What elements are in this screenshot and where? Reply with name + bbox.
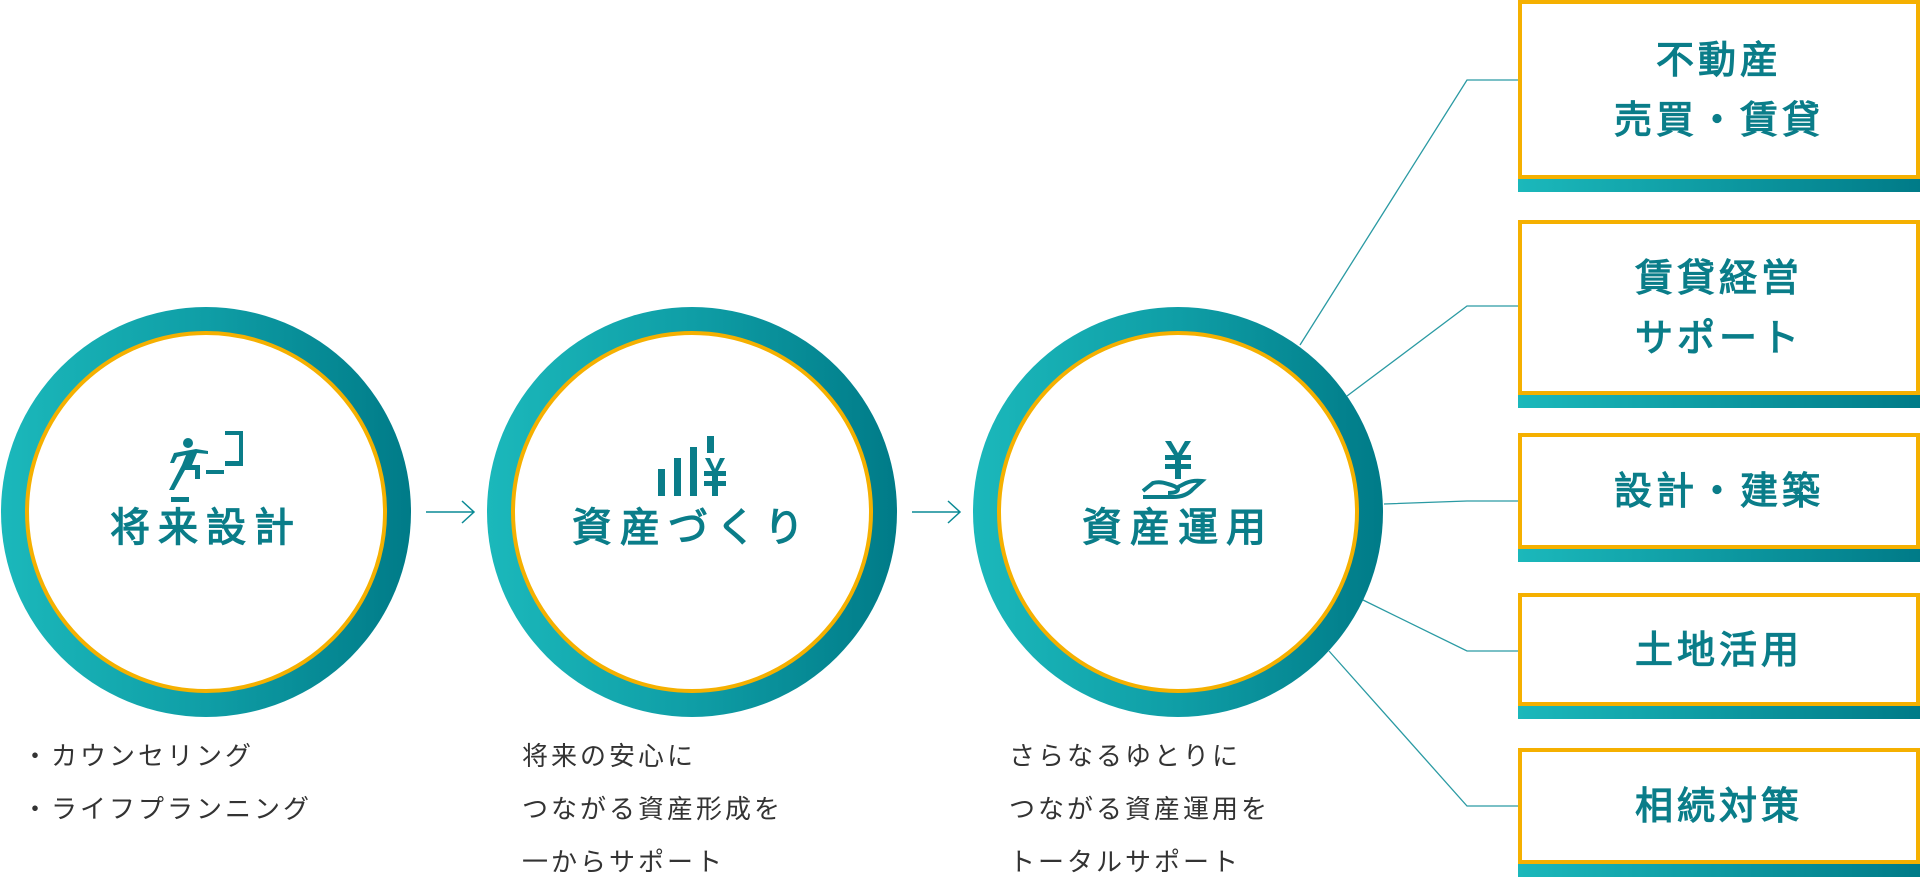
bar-chart-yen-icon — [658, 436, 726, 496]
step-description-future-planning: ・カウンセリング ・ライフプランニング — [22, 731, 312, 837]
step-circle-future-planning: 将来設計 — [1, 307, 411, 717]
step-label: 資産づくり — [572, 504, 812, 551]
description-line: つながる資産形成を — [522, 795, 784, 825]
service-label: 賃貸経営 サポート — [1518, 220, 1920, 395]
connector-line-1 — [1299, 79, 1518, 346]
service-label: 相続対策 — [1518, 748, 1920, 864]
description-line: さらなるゆとりに — [1009, 742, 1242, 772]
connector-line-3 — [1383, 500, 1518, 505]
service-box-underline — [1518, 179, 1920, 192]
service-box-underline — [1518, 864, 1920, 877]
description-line: ・カウンセリング — [22, 742, 255, 772]
service-box-underline — [1518, 549, 1920, 562]
service-box-rental-management: 賃貸経営 サポート — [1518, 220, 1920, 408]
arrow-right-icon — [426, 500, 476, 524]
step-circle-asset-building: 資産づくり — [487, 307, 897, 717]
step-label: 将来設計 — [110, 504, 302, 551]
description-line: つながる資産運用を — [1009, 795, 1271, 825]
hand-yen-icon — [1141, 441, 1207, 499]
description-line: 一からサポート — [522, 848, 726, 878]
step-description-asset-management: さらなるゆとりに つながる資産運用を トータルサポート — [1009, 731, 1270, 890]
description-line: 将来の安心に — [522, 742, 697, 772]
service-box-inheritance-planning: 相続対策 — [1518, 748, 1920, 877]
service-label: 設計・建築 — [1518, 433, 1920, 549]
service-label: 不動産 売買・賃貸 — [1518, 0, 1920, 179]
service-box-land-utilization: 土地活用 — [1518, 593, 1920, 719]
step-label: 資産運用 — [1082, 504, 1274, 551]
step-circle-asset-management: 資産運用 — [973, 307, 1383, 717]
service-box-real-estate-trading: 不動産 売買・賃貸 — [1518, 0, 1920, 192]
connector-line-4 — [1362, 599, 1518, 652]
description-line: トータルサポート — [1009, 848, 1242, 878]
connector-line-5 — [1328, 650, 1518, 807]
service-label: 土地活用 — [1518, 593, 1920, 706]
service-box-underline — [1518, 706, 1920, 719]
arrow-right-icon — [912, 500, 962, 524]
connector-line-2 — [1346, 305, 1518, 397]
step-description-asset-building: 将来の安心に つながる資産形成を 一からサポート — [522, 731, 783, 890]
description-line: ・ライフプランニング — [22, 795, 313, 825]
service-box-underline — [1518, 395, 1920, 408]
service-box-design-construction: 設計・建築 — [1518, 433, 1920, 562]
stairs-climbing-icon — [169, 431, 243, 502]
